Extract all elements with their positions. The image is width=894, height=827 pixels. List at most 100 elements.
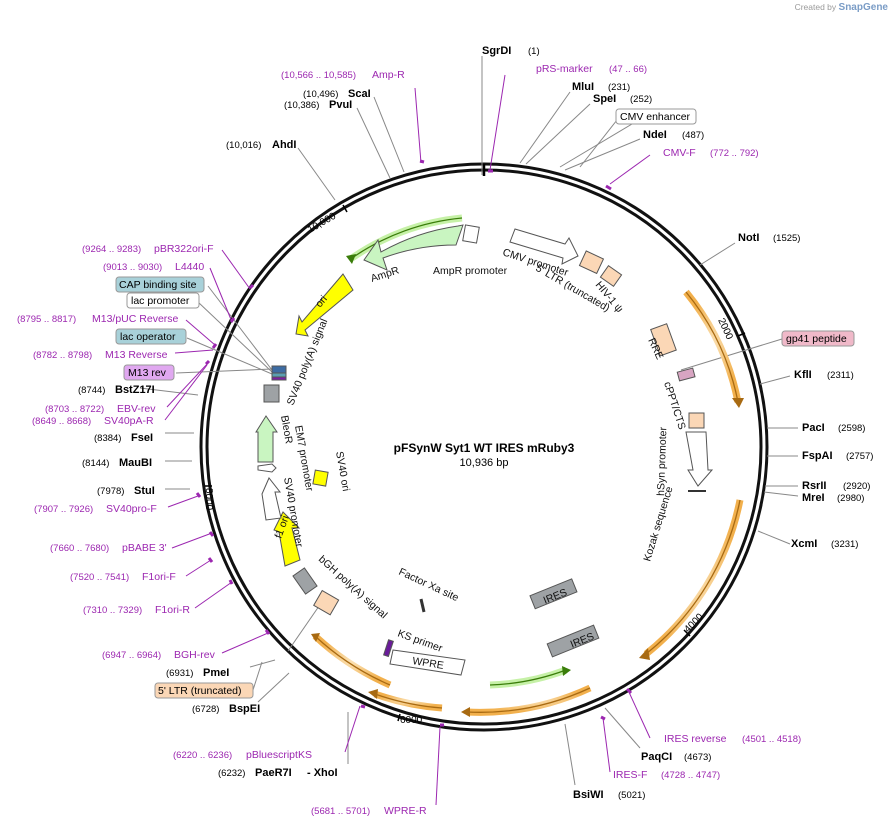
site-mlui: MluI [572,81,594,93]
svg-text:(4501 .. 4518): (4501 .. 4518) [742,734,801,745]
site-bspei: BspEI [229,703,260,715]
gray-shape-top [263,384,280,403]
lac-block-a [271,365,287,374]
label-bleor: BleoR [278,414,295,445]
primer-marks [195,159,633,727]
svg-text:(8144): (8144) [82,458,109,469]
label-em7: EM7 promoter [292,424,315,492]
ori-arrow [295,273,354,337]
primer-ires-f: IRES-F [613,769,647,781]
cppt-shape [676,367,696,382]
site-kfli: KflI [794,369,812,381]
site-fsei: FseI [131,432,153,444]
label-sv40-ori: SV40 ori [333,450,352,492]
svg-text:(5021): (5021) [618,790,645,801]
gp41-label: gp41 peptide [786,333,847,345]
orf-arc-5 [312,633,392,689]
site-pmei: PmeI [203,667,229,679]
svg-text:(1): (1) [528,46,540,57]
svg-text:(2920): (2920) [843,481,870,492]
f1ori-arrow [273,511,301,567]
lac-promoter-label: lac promoter [131,295,190,307]
hsyn-promoter-shape [685,431,714,487]
site-paqci: PaqCI [641,751,672,763]
svg-text:(6728): (6728) [192,704,219,715]
label-hsyn: hSyn promoter [655,426,669,496]
plasmid-size: 10,936 bp [460,457,509,469]
primer-labels: pRS-marker (47 .. 66) CMV-F (772 .. 792)… [17,63,801,817]
svg-text:(8384): (8384) [94,433,121,444]
primer-ires-reverse: IRES reverse [664,733,727,745]
primer-m13-reverse: M13 Reverse [105,349,168,361]
ampr-arrow [363,224,464,271]
primer-pbluescriptks: pBluescriptKS [246,749,312,761]
site-bsiwi: BsiWI [573,789,604,801]
primer-ebv-rev: EBV-rev [117,403,156,415]
svg-text:(8649 .. 8668): (8649 .. 8668) [32,416,91,427]
svg-text:(4728 .. 4747): (4728 .. 4747) [661,770,720,781]
primer-cmvf: CMV-F [663,147,696,159]
wpre-shape [389,649,466,676]
primer-bgh-rev: BGH-rev [174,649,216,661]
site-noti: NotI [738,232,759,244]
svg-text:(772 .. 792): (772 .. 792) [710,148,759,159]
label-ks-primer: KS primer [396,628,444,655]
svg-text:(6232): (6232) [218,768,245,779]
svg-text:(10,016): (10,016) [226,140,261,151]
primer-l4440: L4440 [175,261,204,273]
ks-primer-shape [382,639,394,658]
svg-text:(7310 .. 7329): (7310 .. 7329) [83,605,142,616]
svg-text:(6931): (6931) [166,668,193,679]
site-pvui: PvuI [329,99,352,111]
ltr-box-label: 5' LTR (truncated) [158,685,242,697]
gray-shape-bottom [292,567,318,595]
cmv-promoter-shape [509,228,579,265]
site-bstz17i: BstZ17I [115,384,155,396]
svg-text:(9264 .. 9283): (9264 .. 9283) [82,244,141,255]
tick-6000: 6000 [400,715,423,726]
svg-text:(47 .. 66): (47 .. 66) [609,64,647,75]
site-paci: PacI [802,422,825,434]
site-fspai: FspAI [802,450,833,462]
svg-text:(2311): (2311) [827,370,854,381]
site-rsrii: RsrII [802,480,826,492]
primer-wpre-r: WPRE-R [384,805,427,817]
svg-text:(5681 .. 5701): (5681 .. 5701) [311,806,370,817]
site-sgrdi: SgrDI [482,45,511,57]
svg-text:(7660 .. 7680): (7660 .. 7680) [50,543,109,554]
svg-text:(2598): (2598) [838,423,865,434]
label-ampr-promoter: AmpR promoter [433,265,508,277]
primer-sv40pa-r: SV40pA-R [104,415,154,427]
svg-text:(8703 .. 8722): (8703 .. 8722) [45,404,104,415]
label-factor-xa: Factor Xa site [397,566,461,604]
svg-text:(8795 .. 8817): (8795 .. 8817) [17,314,76,325]
green-arc-bottom [489,666,568,689]
ires-shape-2 [546,624,600,658]
ampr-promoter-shape [462,224,480,244]
lac-block-b [271,372,287,378]
feature-shapes [255,224,714,676]
plasmid-name: pFSynW Syt1 WT IRES mRuby3 [394,441,575,455]
svg-text:(252): (252) [630,94,652,105]
label-cppt: cPPT/CTS [661,380,688,431]
svg-text:(4673): (4673) [684,752,711,763]
primer-lines [164,74,651,806]
tick-8000: 8000 [203,488,214,511]
site-xhoi: - XhoI [307,767,338,779]
svg-text:(6220 .. 6236): (6220 .. 6236) [173,750,232,761]
orf-arcs [311,214,744,717]
boxed-labels: CMV enhancer gp41 peptide CAP binding si… [115,108,855,699]
svg-text:(10,566 .. 10,585): (10,566 .. 10,585) [281,70,356,81]
em7-shape [257,463,277,473]
rre-shape [650,323,677,357]
svg-text:(7907 .. 7926): (7907 .. 7926) [34,504,93,515]
ltr-shape [578,250,605,275]
site-ahdi: AhdI [272,139,296,151]
cap-site-label: CAP binding site [119,279,197,291]
site-mrei: MreI [802,492,825,504]
site-labels: SgrDI (1) MluI (231) SpeI (252) NdeI (48… [78,45,873,801]
sv40-ori-shape [312,469,329,487]
svg-text:(6947 .. 6964): (6947 .. 6964) [102,650,161,661]
site-ndei: NdeI [643,129,667,141]
